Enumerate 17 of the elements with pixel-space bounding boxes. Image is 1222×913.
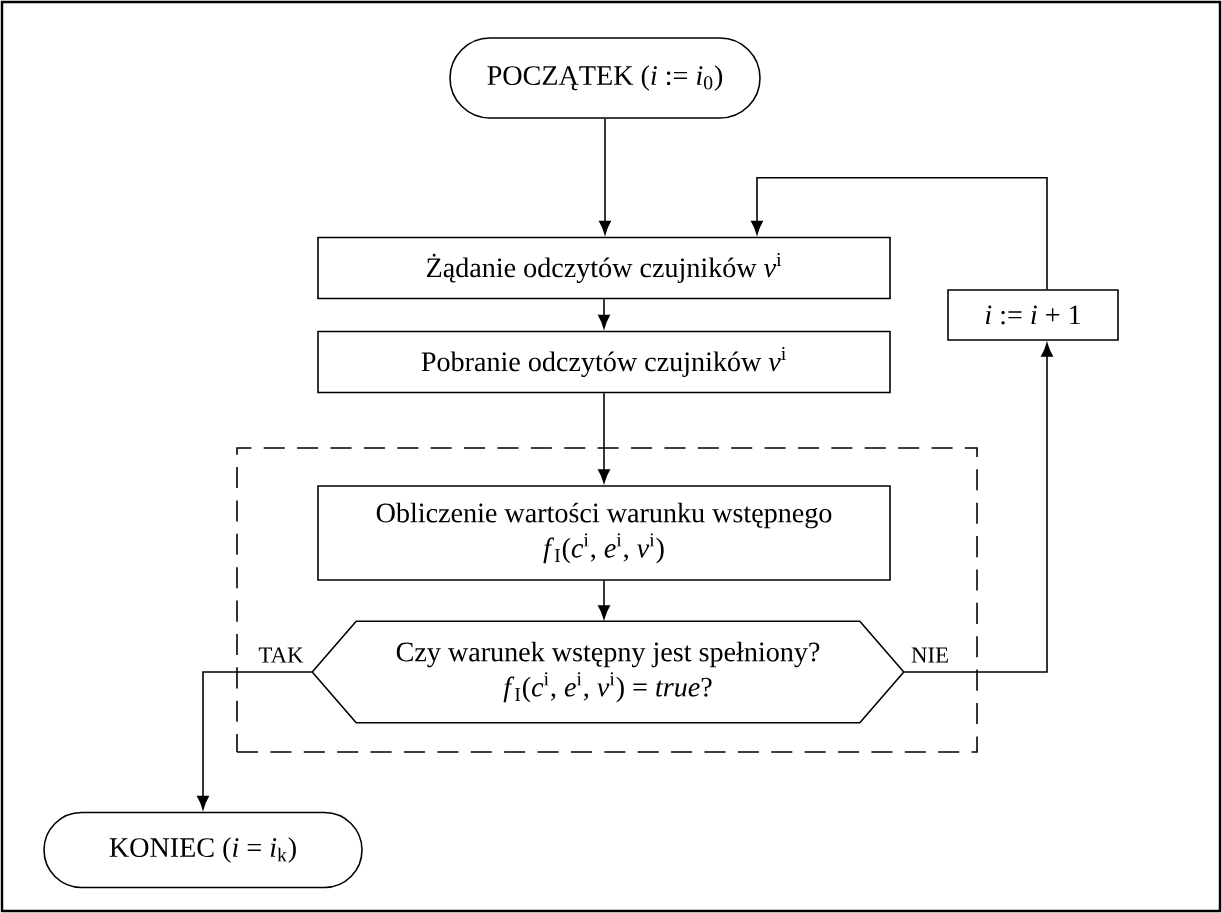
edge-label: TAK: [256, 645, 306, 665]
arrow: [197, 671, 313, 810]
terminal-box: KONIEC (i = i$_{k}$): [43, 811, 363, 889]
arrow: [599, 118, 611, 235]
arrow: [598, 392, 610, 483]
process-box: i := i + 1: [947, 289, 1119, 341]
dashed-frame: [236, 447, 978, 753]
process-box: Żądanie odczytów czujników v$^{i}$: [317, 236, 891, 300]
process-box: Obliczenie wartości warunku wstępnego f$_{I}$(c$^{i}$, e$^{i}$, v$^{i}$): [317, 485, 891, 581]
decision-hexagon: Czy warunek wstępny jest spełniony? f$_{I}$(c$^{i}$, e$^{i}$, v$^{i}$) = true?: [311, 620, 905, 724]
arrow: [751, 176, 1048, 290]
arrow: [598, 580, 610, 619]
arrow: [598, 298, 610, 329]
terminal-box: POCZĄTEK (i := i$_{0}$): [449, 37, 761, 119]
edge-label: NIE: [909, 645, 951, 665]
arrow: [903, 343, 1053, 673]
process-box: Pobranie odczytów czujników v$^{i}$: [317, 330, 891, 394]
